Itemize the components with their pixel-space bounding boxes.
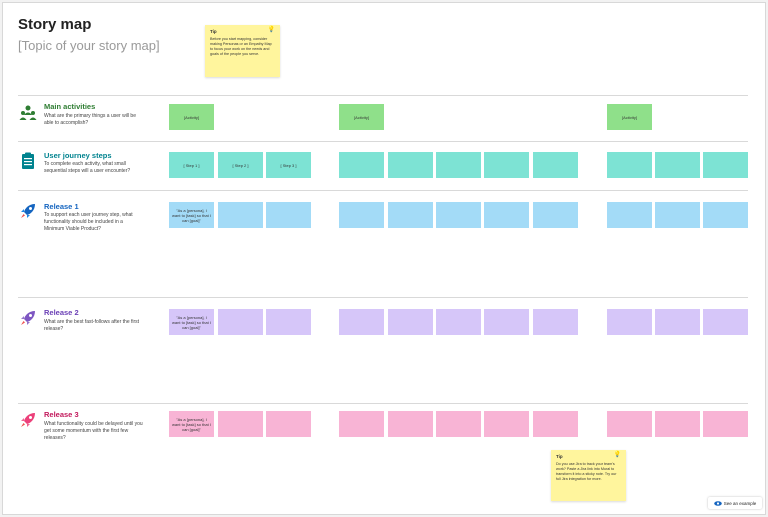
tip-note-bottom[interactable]: Tip Do you use Jira to track your team's… (551, 450, 626, 501)
release-2-note[interactable] (266, 309, 311, 335)
release-3-note[interactable] (533, 411, 578, 437)
step-note[interactable] (533, 152, 578, 178)
step-note[interactable] (339, 152, 384, 178)
user-story-note[interactable]: "As a [persona], I want to [task] so tha… (169, 309, 214, 335)
release-3-note[interactable] (703, 411, 748, 437)
release-1-note[interactable] (388, 202, 433, 228)
step-note[interactable]: [ Step 2 ] (218, 152, 263, 178)
row-desc-release-1: To support each user journey step, what … (44, 212, 133, 232)
release-1-note[interactable] (484, 202, 529, 228)
release-3-note[interactable] (655, 411, 700, 437)
row-divider (18, 95, 748, 96)
release-2-note[interactable] (436, 309, 481, 335)
clipboard-icon (22, 152, 34, 169)
row-desc-release-2: What are the best fast-follows after the… (44, 319, 140, 332)
row-title-main-activities: Main activities (44, 102, 96, 111)
activity-note[interactable]: [Activity] (607, 104, 652, 130)
release-3-note[interactable] (388, 411, 433, 437)
release-2-note[interactable] (339, 309, 384, 335)
tip-note-top[interactable]: Tip Before you start mapping, consider m… (205, 25, 280, 77)
row-desc-main-activities: What are the primary things a user will … (44, 113, 136, 126)
row-divider (18, 403, 748, 404)
release-2-note[interactable] (703, 309, 748, 335)
release-1-note[interactable] (607, 202, 652, 228)
tip-body: Do you use Jira to track your team's wor… (556, 462, 617, 481)
tip-title: Tip (556, 454, 563, 459)
row-title-user-journey-steps: User journey steps (44, 151, 112, 160)
step-note[interactable] (436, 152, 481, 178)
release-1-note[interactable] (655, 202, 700, 228)
release-1-note[interactable] (218, 202, 263, 228)
release-1-note[interactable] (703, 202, 748, 228)
release-3-note[interactable] (218, 411, 263, 437)
step-note[interactable] (607, 152, 652, 178)
release-2-note[interactable] (484, 309, 529, 335)
release-1-note[interactable] (436, 202, 481, 228)
release-1-note[interactable] (339, 202, 384, 228)
row-title-release-2: Release 2 (44, 308, 79, 317)
lightbulb-icon: 💡 (613, 452, 621, 458)
page-title: Story map (18, 16, 92, 33)
user-story-note[interactable]: "As a [persona], I want to [task] so tha… (169, 202, 214, 228)
release-1-note[interactable] (533, 202, 578, 228)
activity-note[interactable]: [Activity] (169, 104, 214, 130)
release-3-note[interactable] (339, 411, 384, 437)
release-2-note[interactable] (388, 309, 433, 335)
step-note[interactable] (655, 152, 700, 178)
row-divider (18, 141, 748, 142)
step-note[interactable] (484, 152, 529, 178)
row-desc-user-journey-steps: To complete each activity, what small se… (44, 161, 131, 174)
rocket-icon (21, 204, 35, 218)
release-3-note[interactable] (484, 411, 529, 437)
lightbulb-icon: 💡 (267, 27, 275, 33)
page-subtitle: [Topic of your story map] (18, 38, 160, 53)
step-note[interactable] (703, 152, 748, 178)
people-icon (19, 105, 37, 120)
release-2-note[interactable] (655, 309, 700, 335)
release-3-note[interactable] (266, 411, 311, 437)
activity-note[interactable]: [Activity] (339, 104, 384, 130)
release-2-note[interactable] (218, 309, 263, 335)
rocket-icon (21, 413, 35, 427)
release-3-note[interactable] (607, 411, 652, 437)
release-3-note[interactable] (436, 411, 481, 437)
tip-body: Before you start mapping, consider makin… (210, 37, 272, 56)
step-note[interactable]: [ Step 3 ] (266, 152, 311, 178)
row-title-release-3: Release 3 (44, 410, 79, 419)
see-example-button[interactable]: See an example (708, 497, 762, 509)
step-note[interactable] (388, 152, 433, 178)
rocket-icon (21, 311, 35, 325)
row-divider (18, 190, 748, 191)
step-note[interactable]: [ Step 1 ] (169, 152, 214, 178)
row-title-release-1: Release 1 (44, 202, 79, 211)
row-desc-release-3: What functionality could be delayed unti… (44, 421, 143, 441)
release-1-note[interactable] (266, 202, 311, 228)
release-2-note[interactable] (533, 309, 578, 335)
release-2-note[interactable] (607, 309, 652, 335)
user-story-note[interactable]: "As a [persona], I want to [task] so tha… (169, 411, 214, 437)
eye-icon (713, 500, 722, 506)
row-divider (18, 297, 748, 298)
tip-title: Tip (210, 29, 217, 34)
see-example-label: See an example (723, 500, 757, 506)
